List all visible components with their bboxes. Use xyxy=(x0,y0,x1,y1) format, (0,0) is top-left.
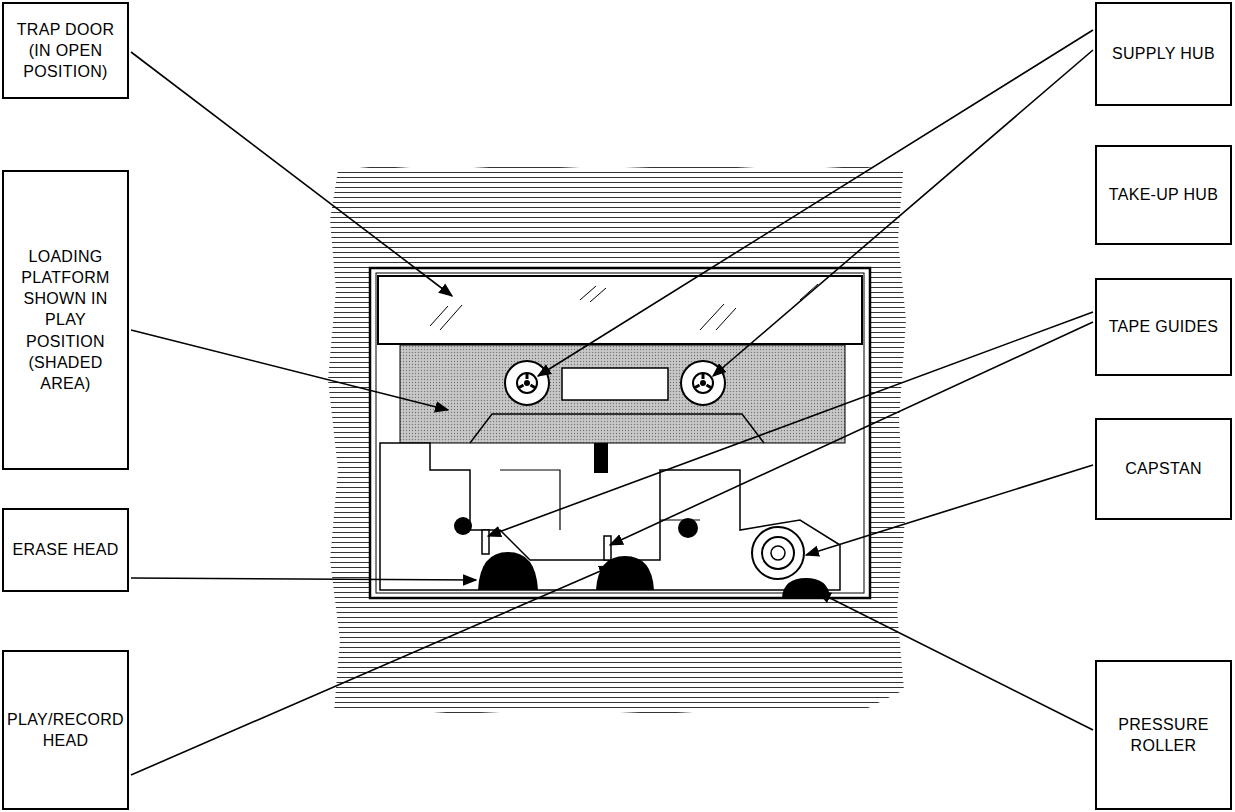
callout-label: LOADING PLATFORM SHOWN IN PLAY POSITION … xyxy=(9,246,122,394)
erase-head xyxy=(478,552,538,590)
callout-label: SUPPLY HUB xyxy=(1112,43,1215,64)
callout-box: SUPPLY HUB xyxy=(1095,2,1232,106)
tape-guide xyxy=(604,536,611,560)
callout-box: TAPE GUIDES xyxy=(1095,278,1232,376)
callout-label: TRAP DOOR (IN OPEN POSITION) xyxy=(9,19,122,82)
callout-box: LOADING PLATFORM SHOWN IN PLAY POSITION … xyxy=(2,170,129,470)
sensor-slot xyxy=(594,443,608,473)
callout-box: TAKE-UP HUB xyxy=(1095,145,1232,245)
deck-frame xyxy=(370,268,870,598)
callout-box: PRESSURE ROLLER xyxy=(1095,660,1232,810)
leader-lines xyxy=(131,30,1093,775)
callout-label: PRESSURE ROLLER xyxy=(1102,714,1225,756)
callout-label: PLAY/RECORD HEAD xyxy=(7,709,124,751)
deck-frame-inner xyxy=(376,273,864,593)
supply-hub xyxy=(505,361,549,405)
cassette-edge xyxy=(470,414,764,443)
callout-label: CAPSTAN xyxy=(1125,458,1201,479)
plate-hole xyxy=(678,518,698,538)
cabinet-surface xyxy=(328,165,906,714)
plate-hole xyxy=(454,517,472,535)
head-plate xyxy=(380,443,840,590)
callout-box: TRAP DOOR (IN OPEN POSITION) xyxy=(2,2,129,99)
cassette-window xyxy=(562,368,668,400)
tape-guide xyxy=(482,530,489,554)
callout-label: ERASE HEAD xyxy=(12,539,118,560)
callout-label: TAPE GUIDES xyxy=(1109,316,1219,337)
capstan xyxy=(752,527,804,579)
take-up-hub xyxy=(681,361,725,405)
callout-label: TAKE-UP HUB xyxy=(1109,184,1218,205)
play-record-head xyxy=(596,556,654,590)
callout-box: CAPSTAN xyxy=(1095,418,1232,520)
callout-box: PLAY/RECORD HEAD xyxy=(2,650,129,810)
callout-box: ERASE HEAD xyxy=(2,508,129,592)
